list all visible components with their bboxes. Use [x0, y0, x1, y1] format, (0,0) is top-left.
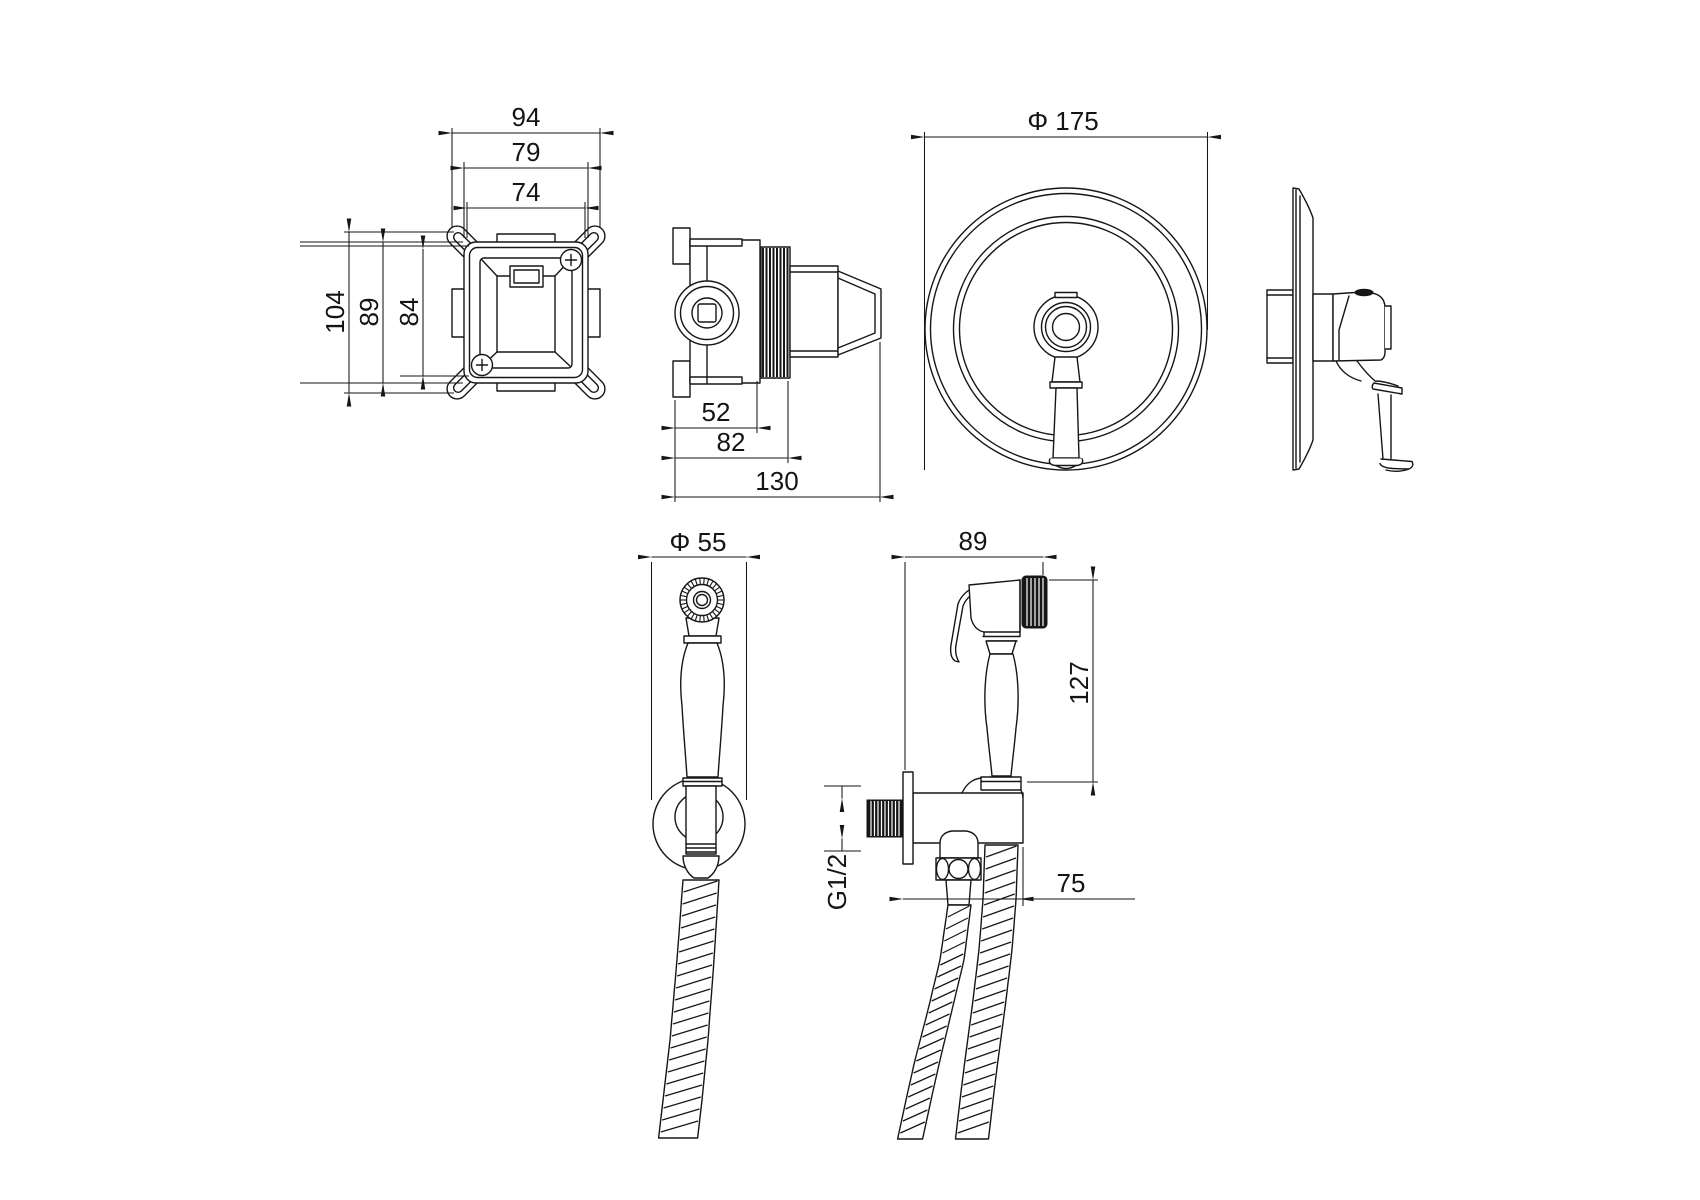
- faceplate-diameter-label: Φ 175: [1027, 106, 1098, 136]
- hose-hatching: [900, 905, 970, 1134]
- valve-inlet-port: [674, 280, 740, 346]
- view-valve-front: 94 79 74 104 89 84: [300, 102, 614, 407]
- dimension-lines-sprayer-front: Φ 55: [638, 527, 760, 800]
- valve-box-opening: [479, 257, 573, 369]
- faceplate-profile: [1292, 187, 1314, 471]
- sprayer-holder-diameter-label: Φ 55: [670, 527, 727, 557]
- dimension-lines-valve-front: 94 79 74 104 89 84: [300, 102, 614, 407]
- view-faceplate-front: Φ 175: [911, 106, 1221, 471]
- valve-front-height-overall-label: 104: [320, 290, 350, 333]
- view-valve-side: 52 82 130: [661, 227, 894, 502]
- lever-escutcheon: [1033, 291, 1099, 360]
- view-sprayer-side: 89 127 G1/2 75: [822, 526, 1135, 1140]
- spray-head-side: [968, 575, 1048, 642]
- hose-outlet-elbow: [935, 830, 982, 906]
- valve-box-body: [463, 241, 589, 384]
- hub-cap-dot: [1354, 288, 1374, 297]
- sprayer-handle-side: [984, 653, 1019, 777]
- valve-flange-lug: [672, 360, 691, 398]
- sprayer-head-width-label: 89: [959, 526, 988, 556]
- sprayer-handle: [679, 642, 726, 778]
- sprayer-collar-side: [980, 776, 1022, 791]
- sprayer-height-label: 127: [1064, 661, 1094, 704]
- lever-handle: [1048, 356, 1084, 470]
- dimension-lines-faceplate: Φ 175: [911, 106, 1221, 470]
- inlet-thread-nipple: [866, 799, 904, 838]
- valve-front-width-body-label: 79: [512, 137, 541, 167]
- sprayer-trigger: [949, 583, 986, 663]
- hose-hatching: [957, 845, 1017, 1134]
- screw-icon: [470, 353, 494, 377]
- view-sprayer-front: Φ 55: [638, 527, 760, 1139]
- valve-front-height-body-label: 89: [354, 298, 384, 327]
- valve-front-width-overall-label: 94: [512, 102, 541, 132]
- valve-spout-boss: [789, 265, 882, 358]
- shower-hose-side: [954, 844, 1019, 1140]
- bracket-offset-label: 75: [1057, 868, 1086, 898]
- sprayer-handle-collar: [682, 777, 723, 787]
- valve-body-behind-wall: [1266, 289, 1294, 364]
- valve-side-depth-flange-label: 52: [702, 397, 731, 427]
- hose-hatching: [660, 880, 718, 1133]
- sprayer-hose-connector: [682, 785, 720, 879]
- valve-front-height-inner-label: 84: [394, 298, 424, 327]
- dimension-lines-valve-side: 52 82 130: [661, 342, 894, 502]
- dimension-lines-sprayer-side: 89 127 G1/2 75: [822, 526, 1135, 910]
- inlet-thread-label: G1/2: [822, 854, 852, 910]
- valve-side-depth-thread-label: 82: [717, 427, 746, 457]
- valve-thread-section: [760, 246, 791, 379]
- valve-flange-lug: [672, 227, 691, 265]
- supply-hose: [896, 904, 972, 1140]
- wall-plate: [902, 771, 914, 865]
- lever-hub-profile: [1312, 288, 1392, 362]
- spray-head-serration: [680, 578, 724, 622]
- valve-front-width-inner-label: 74: [512, 177, 541, 207]
- sprayer-neck-side: [985, 640, 1017, 655]
- view-faceplate-side: [1266, 187, 1414, 472]
- valve-side-depth-overall-label: 130: [755, 466, 798, 496]
- lever-arm-profile: [1335, 360, 1414, 472]
- spray-head-front: [679, 577, 725, 623]
- screw-icon: [559, 248, 583, 272]
